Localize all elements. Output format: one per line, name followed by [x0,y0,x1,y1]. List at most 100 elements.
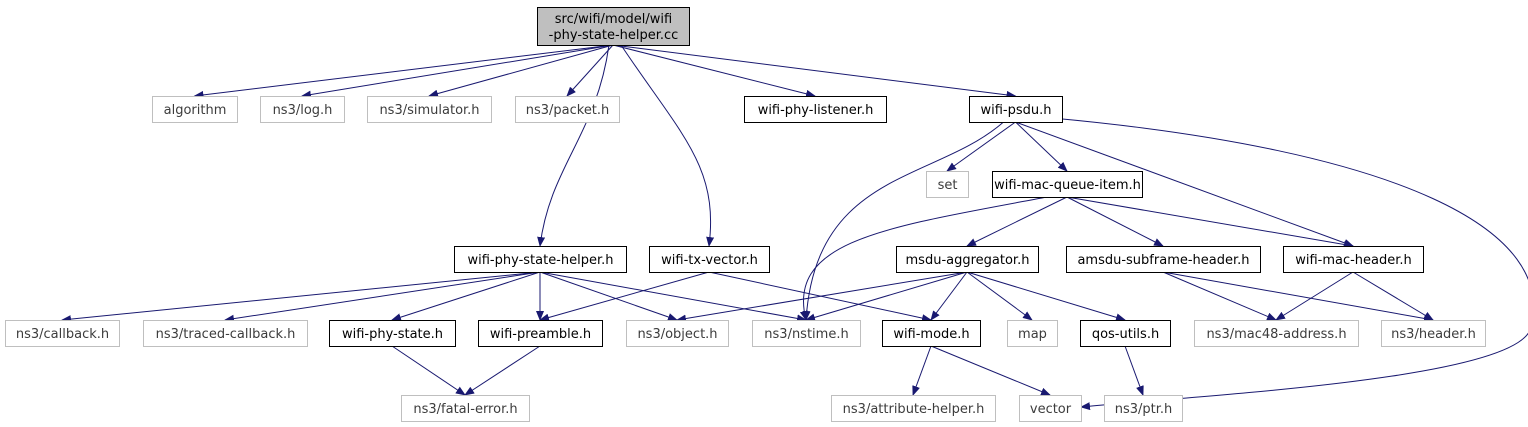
node-box-wifi-phy-listener [744,96,887,123]
node-ns3-attribute-helper: ns3/attribute-helper.h [831,395,996,422]
node-label-ns3-simulator: ns3/simulator.h [379,103,479,118]
node-label-amsdu-subframe-header: amsdu-subframe-header.h [1077,253,1249,268]
edge-root-to-wifi-psdu [612,44,1017,99]
node-label-map: map [1018,327,1047,342]
edge-msdu-aggregator-to-map [966,271,1033,321]
node-wifi-psdu[interactable]: wifi-psdu.h [969,96,1063,123]
edge-root-to-wifi-phy-listener [612,44,816,98]
node-box-ns3-object [626,320,729,347]
node-box-vector [1019,395,1082,422]
node-box-wifi-mac-queue-item [992,171,1143,198]
node-box-algorithm [152,96,238,123]
edge-amsdu-subframe-header-to-ns3-header [1162,271,1434,323]
node-box-amsdu-subframe-header [1066,246,1261,273]
node-wifi-phy-state[interactable]: wifi-phy-state.h [329,320,456,347]
node-box-ns3-fatal-error [401,395,530,422]
edge-wifi-mode-to-ns3-attribute-helper [912,345,932,396]
node-label-wifi-preamble: wifi-preamble.h [490,327,591,342]
edge-wifi-phy-state-helper-to-wifi-phy-state [391,271,541,322]
node-box-set [926,171,969,198]
node-label-ns3-fatal-error: ns3/fatal-error.h [413,402,517,417]
node-label-wifi-tx-vector: wifi-tx-vector.h [661,253,758,268]
node-wifi-phy-state-helper[interactable]: wifi-phy-state-helper.h [454,246,627,273]
node-wifi-preamble[interactable]: wifi-preamble.h [478,320,603,347]
node-label-ns3-nstime: ns3/nstime.h [764,327,848,342]
edge-root-to-wifi-phy-state-helper [537,44,610,247]
edge-root-to-ns3-packet [566,44,614,97]
node-wifi-mac-header[interactable]: wifi-mac-header.h [1283,246,1424,273]
node-label-wifi-psdu: wifi-psdu.h [980,103,1051,118]
node-label-vector: vector [1030,402,1072,417]
node-root[interactable]: src/wifi/model/wifi-phy-state-helper.cc [537,7,690,46]
node-label-ns3-header: ns3/header.h [1391,327,1476,342]
node-box-ns3-packet [515,96,620,123]
edge-wifi-psdu-to-wifi-mac-header [1015,121,1354,247]
node-ns3-fatal-error: ns3/fatal-error.h [401,395,530,422]
node-ns3-header: ns3/header.h [1381,320,1486,347]
node-label-wifi-mode: wifi-mode.h [893,327,969,342]
node-label-root-line-2: -phy-state-helper.cc [549,28,679,43]
node-wifi-phy-listener[interactable]: wifi-phy-listener.h [744,96,887,123]
node-label-wifi-mac-header: wifi-mac-header.h [1295,253,1412,268]
node-label-wifi-mac-queue-item: wifi-mac-queue-item.h [994,178,1141,193]
edge-wifi-mac-queue-item-to-wifi-mac-header [1066,196,1354,249]
edge-wifi-mac-header-to-ns3-mac48-address [1275,271,1354,321]
node-label-wifi-phy-state-helper: wifi-phy-state-helper.h [467,253,613,268]
node-msdu-aggregator[interactable]: msdu-aggregator.h [896,246,1039,273]
edge-root-to-ns3-simulator [428,44,614,98]
node-box-ns3-traced-callback [143,320,308,347]
node-box-map [1007,320,1058,347]
node-label-ns3-object: ns3/object.h [637,327,717,342]
node-set: set [926,171,969,198]
node-box-ns3-attribute-helper [831,395,996,422]
edge-root-to-ns3-log [301,44,614,99]
node-label-algorithm: algorithm [164,103,227,118]
node-box-wifi-mode [882,320,981,347]
edge-amsdu-subframe-header-to-ns3-mac48-address [1162,271,1277,321]
node-wifi-mac-queue-item[interactable]: wifi-mac-queue-item.h [992,171,1143,198]
node-box-qos-utils [1080,320,1171,347]
node-ns3-mac48-address: ns3/mac48-address.h [1194,320,1359,347]
edge-wifi-mac-queue-item-to-amsdu-subframe-header [1066,196,1164,247]
node-ns3-packet: ns3/packet.h [515,96,620,123]
node-box-ns3-header [1381,320,1486,347]
edge-wifi-mac-header-to-ns3-header [1352,271,1434,321]
edge-msdu-aggregator-to-wifi-mode [930,271,968,321]
edge-wifi-psdu-to-wifi-mac-queue-item [1015,121,1068,172]
node-label-ns3-attribute-helper: ns3/attribute-helper.h [843,402,985,417]
edge-msdu-aggregator-to-ns3-nstime [805,271,968,322]
node-box-ns3-callback [5,320,120,347]
node-label-ns3-packet: ns3/packet.h [526,103,610,118]
node-box-wifi-psdu [969,96,1063,123]
node-box-wifi-tx-vector [649,246,770,273]
node-label-wifi-phy-state: wifi-phy-state.h [342,327,443,342]
node-amsdu-subframe-header[interactable]: amsdu-subframe-header.h [1066,246,1261,273]
node-label-ns3-log: ns3/log.h [273,103,333,118]
node-label-root-line-1: src/wifi/model/wifi [555,12,672,27]
edge-msdu-aggregator-to-ns3-object [676,271,968,323]
node-ns3-object: ns3/object.h [626,320,729,347]
edge-wifi-psdu-to-set [946,121,1016,172]
edge-wifi-phy-state-helper-to-ns3-callback [61,271,541,324]
node-label-wifi-phy-listener: wifi-phy-listener.h [758,103,874,118]
node-box-wifi-preamble [478,320,603,347]
edge-wifi-mac-queue-item-to-ns3-nstime [799,196,1048,321]
node-ns3-log: ns3/log.h [260,96,345,123]
node-vector: vector [1019,395,1082,422]
node-ns3-nstime: ns3/nstime.h [752,320,861,347]
node-wifi-mode[interactable]: wifi-mode.h [882,320,981,347]
node-qos-utils[interactable]: qos-utils.h [1080,320,1171,347]
edge-wifi-preamble-to-ns3-fatal-error [464,345,541,396]
edge-wifi-tx-vector-to-wifi-preamble [539,271,710,322]
edge-wifi-mode-to-vector [930,345,1051,396]
edge-wifi-phy-state-helper-to-ns3-nstime [539,271,807,323]
node-box-wifi-phy-state-helper [454,246,627,273]
edge-wifi-psdu-to-vector [1051,117,1528,411]
node-box-ns3-simulator [367,96,492,123]
edge-wifi-phy-state-helper-to-ns3-traced-callback [224,271,541,323]
node-label-ns3-mac48-address: ns3/mac48-address.h [1206,327,1346,342]
edge-wifi-phy-state-helper-to-ns3-object [539,271,678,321]
node-ns3-callback: ns3/callback.h [5,320,120,347]
node-wifi-tx-vector[interactable]: wifi-tx-vector.h [649,246,770,273]
node-algorithm: algorithm [152,96,238,123]
